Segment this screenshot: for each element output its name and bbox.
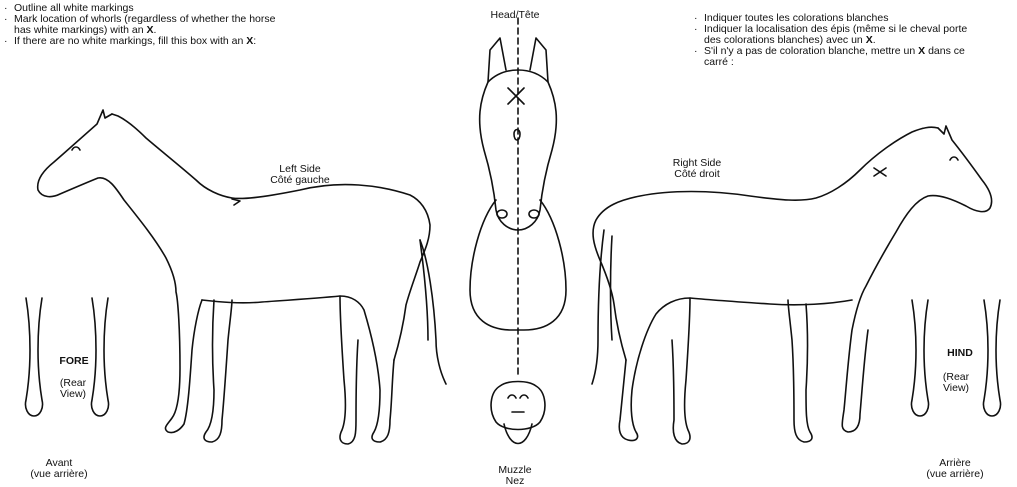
fore-legs-rear-view — [25, 298, 108, 416]
hind-legs-rear-view — [911, 300, 1000, 416]
muzzle-view-outline — [491, 382, 545, 444]
left-side-horse-outline — [38, 110, 446, 444]
right-side-horse-outline — [592, 126, 992, 444]
head-front-view-outline — [470, 18, 566, 378]
